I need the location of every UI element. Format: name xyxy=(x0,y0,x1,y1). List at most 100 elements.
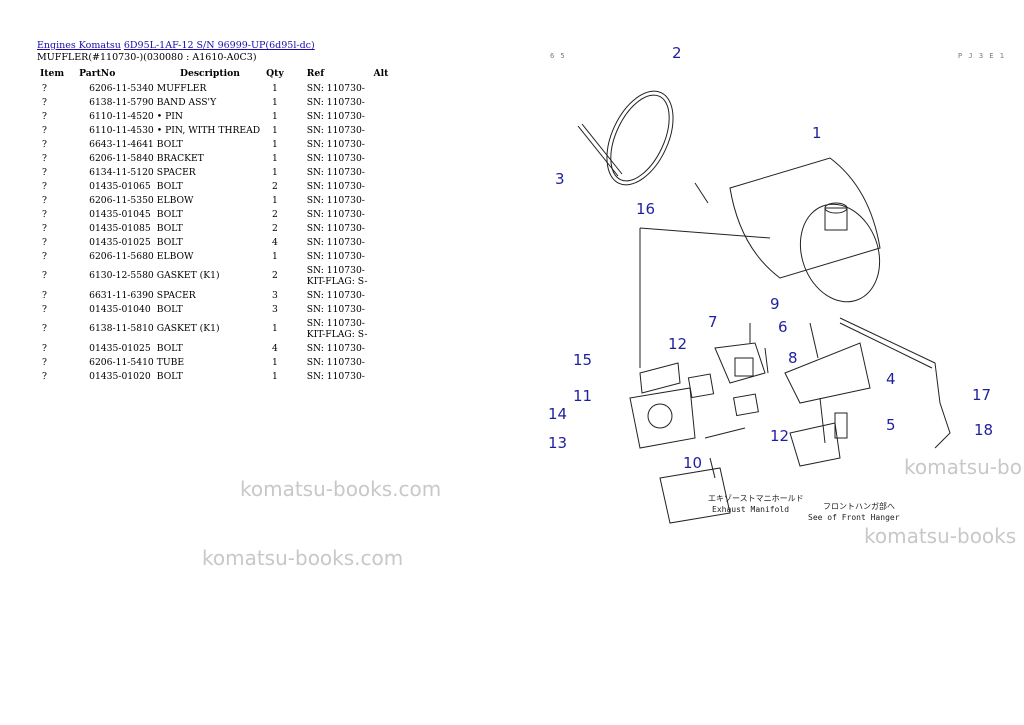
cell-description: • PIN, WITH THREAD xyxy=(156,124,261,136)
cell-item: ? xyxy=(42,82,47,94)
elbow-11-drawing xyxy=(629,387,696,449)
cell-alt xyxy=(370,109,391,123)
callout-1: 1 xyxy=(812,124,822,142)
callout-11: 11 xyxy=(573,387,592,405)
cell-partno: 6206-11-5410 xyxy=(89,356,154,368)
cell-item: ? xyxy=(42,303,47,315)
cell-qty: 4 xyxy=(271,342,278,354)
cell-alt xyxy=(370,95,391,109)
cell-alt xyxy=(370,193,391,207)
cell-ref: SN: 110730- xyxy=(287,95,371,109)
callout-13: 13 xyxy=(548,434,567,452)
cell-description: TUBE xyxy=(156,356,185,368)
cell-ref: SN: 110730- xyxy=(287,151,371,165)
cell-partno: 6130-12-5580 xyxy=(89,270,154,281)
parts-diagram: 1 2 3 4 5 6 7 8 9 10 11 12 12 13 14 15 1… xyxy=(548,44,993,524)
breadcrumb-link-model[interactable]: 6D95L-1AF-12 S/N 96999-UP(6d95l-dc) xyxy=(123,40,315,51)
ref-serial: SN: 110730- xyxy=(306,124,365,136)
cell-item: ? xyxy=(42,236,47,248)
cell-description: GASKET (K1) xyxy=(156,323,220,334)
cell-item: ? xyxy=(42,356,47,368)
cell-item: ? xyxy=(42,208,47,220)
label-hanger-en: See of Front Hanger xyxy=(808,513,900,522)
callout-6: 6 xyxy=(778,318,788,336)
cell-ref: SN: 110730- xyxy=(287,249,371,263)
cell-partno: 01435-01065 xyxy=(89,180,151,192)
cell-ref: SN: 110730- xyxy=(287,288,371,302)
cell-alt xyxy=(370,302,391,316)
cell-description: MUFFLER xyxy=(156,82,207,94)
cell-description: ELBOW xyxy=(156,194,194,206)
gasket-12-drawing xyxy=(687,373,715,399)
cell-partno: 6206-11-5680 xyxy=(89,250,154,262)
ref-serial: SN: 110730- xyxy=(306,208,365,220)
ref-serial: SN: 110730- xyxy=(306,342,365,354)
cell-qty: 1 xyxy=(271,194,278,206)
cell-qty: 3 xyxy=(271,303,278,315)
cell-qty: 1 xyxy=(271,370,278,382)
front-hanger-drawing xyxy=(789,422,841,467)
cell-ref: SN: 110730-KIT-FLAG: S- xyxy=(287,263,371,288)
ref-serial: SN: 110730- xyxy=(306,356,365,368)
bolt-3-drawing xyxy=(577,125,619,177)
cell-description: BOLT xyxy=(156,236,183,248)
cell-item: ? xyxy=(42,342,47,354)
cell-ref: SN: 110730- xyxy=(287,109,371,123)
bracket-4-drawing xyxy=(784,342,871,404)
cell-description: GASKET (K1) xyxy=(156,270,220,281)
cell-qty: 1 xyxy=(271,152,278,164)
cell-partno: 01435-01045 xyxy=(89,208,151,220)
cell-partno: 6138-11-5810 xyxy=(89,323,154,334)
column-header-description: Description xyxy=(180,68,240,79)
column-header-alt: Alt xyxy=(373,68,389,79)
cell-alt xyxy=(370,151,391,165)
cell-qty: 2 xyxy=(271,208,278,220)
cell-qty: 1 xyxy=(271,356,278,368)
cell-item: ? xyxy=(42,250,47,262)
cell-partno: 6110-11-4530 xyxy=(89,124,154,136)
cell-qty: 4 xyxy=(271,236,278,248)
callout-8: 8 xyxy=(788,349,798,367)
cell-alt xyxy=(370,263,391,288)
callout-17: 17 xyxy=(972,386,991,404)
cell-item: ? xyxy=(42,110,47,122)
ref-serial: SN: 110730- xyxy=(306,264,365,276)
cell-alt xyxy=(370,137,391,151)
cell-qty: 1 xyxy=(271,138,278,150)
cell-alt xyxy=(370,165,391,179)
cell-description: BOLT xyxy=(156,138,183,150)
watermark: komatsu-books.com xyxy=(240,477,442,501)
ref-serial: SN: 110730- xyxy=(306,236,365,248)
cell-item: ? xyxy=(42,289,47,301)
ref-serial: SN: 110730- xyxy=(306,317,365,329)
cell-qty: 2 xyxy=(271,270,278,281)
callout-2: 2 xyxy=(672,44,682,62)
breadcrumb-link-engines[interactable]: Engines Komatsu xyxy=(37,40,121,51)
cell-qty: 1 xyxy=(271,110,278,122)
cell-item: ? xyxy=(42,370,47,382)
cell-description: BOLT xyxy=(156,180,183,192)
cell-ref: SN: 110730- xyxy=(287,235,371,249)
ref-serial: SN: 110730- xyxy=(306,82,365,94)
cell-qty: 3 xyxy=(271,289,278,301)
cell-alt xyxy=(370,81,391,95)
callout-9: 9 xyxy=(770,295,780,313)
cell-partno: 01435-01040 xyxy=(89,303,151,315)
cell-ref: SN: 110730- xyxy=(287,355,371,369)
breadcrumb: Engines Komatsu 6D95L-1AF-12 S/N 96999-U… xyxy=(37,40,315,52)
cell-ref: SN: 110730- xyxy=(287,302,371,316)
callout-10: 10 xyxy=(683,454,702,472)
cell-partno: 6138-11-5790 xyxy=(89,96,154,108)
cell-description: SPACER xyxy=(156,166,196,178)
cell-alt xyxy=(370,369,391,383)
cell-qty: 2 xyxy=(271,180,278,192)
